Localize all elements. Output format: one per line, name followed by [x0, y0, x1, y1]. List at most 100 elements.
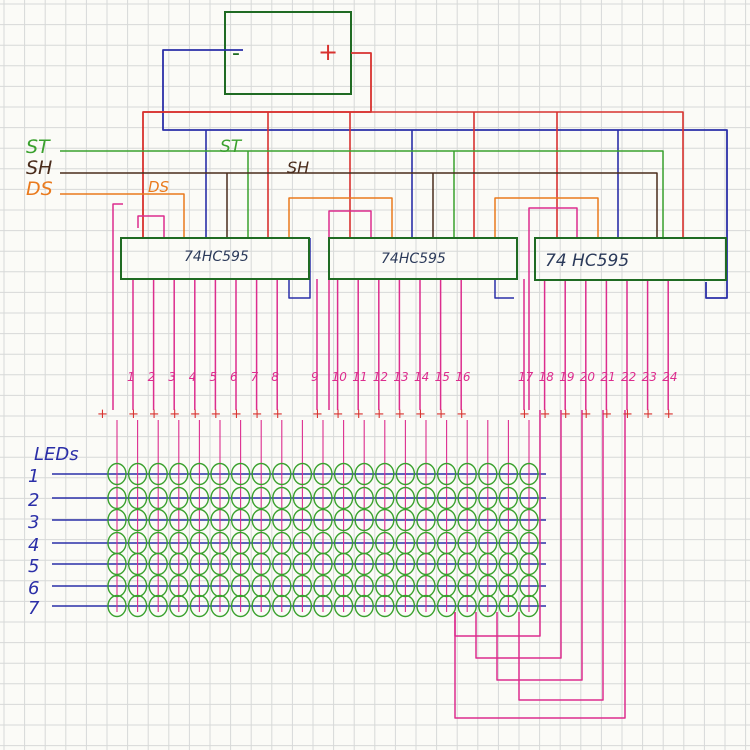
ds-link [288, 197, 393, 238]
led [148, 574, 168, 598]
led [478, 552, 498, 576]
led [210, 574, 230, 598]
led [498, 508, 519, 532]
led [375, 462, 395, 486]
column-number-8: 8 [271, 370, 279, 384]
led [375, 594, 395, 618]
led [210, 486, 230, 510]
led [416, 486, 436, 510]
column-plus-sign: + [97, 407, 108, 422]
led [436, 574, 457, 598]
column-plus-sign: + [333, 407, 344, 422]
column-plus-sign: + [190, 407, 201, 422]
return-wire [496, 410, 583, 681]
led-matrix [107, 462, 539, 618]
led [127, 574, 148, 598]
column-plus-sign: + [560, 407, 571, 422]
led [457, 574, 477, 598]
led [230, 508, 251, 532]
battery: - + [224, 11, 352, 95]
column-number-11: 11 [352, 370, 367, 384]
ds-inner-label: DS [148, 178, 170, 196]
led [251, 574, 271, 598]
column-number-4: 4 [189, 370, 197, 384]
column-plus-sign: + [519, 407, 530, 422]
led [457, 462, 477, 486]
led [498, 552, 519, 576]
led [333, 552, 354, 576]
power-rail [143, 111, 684, 238]
column-number-22: 22 [621, 370, 636, 384]
led [354, 594, 374, 618]
led [354, 462, 374, 486]
led [313, 462, 333, 486]
led [169, 486, 189, 510]
led [272, 552, 292, 576]
led [272, 508, 292, 532]
led [333, 594, 354, 618]
led [416, 462, 436, 486]
led [189, 508, 210, 532]
column-number-14: 14 [414, 370, 429, 384]
shift-register-chips [120, 237, 727, 281]
led [210, 508, 230, 532]
led [519, 574, 539, 598]
led [230, 552, 251, 576]
led [333, 574, 354, 598]
column-plus-sign: + [663, 407, 674, 422]
column-number-15: 15 [435, 370, 450, 384]
led [436, 462, 457, 486]
led [189, 594, 210, 618]
led [395, 508, 416, 532]
led [498, 462, 519, 486]
column-number-13: 13 [393, 370, 408, 384]
led [292, 594, 313, 618]
led-row-label-1: 1 [28, 466, 39, 487]
led [498, 574, 519, 598]
led [251, 462, 271, 486]
led [210, 462, 230, 486]
led [395, 574, 416, 598]
column-plus-sign: + [436, 407, 447, 422]
column-plus-sign: + [374, 407, 385, 422]
oe-ground [494, 279, 514, 299]
column-number-6: 6 [230, 370, 238, 384]
column-number-17: 17 [518, 370, 534, 384]
led [127, 594, 148, 618]
led [148, 462, 168, 486]
st-inner-label: ST [220, 137, 242, 157]
led [354, 486, 374, 510]
column-plus-sign: + [231, 407, 242, 422]
sh-input-label: SH [26, 157, 53, 179]
shift-register-body [534, 237, 727, 281]
led [519, 552, 539, 576]
led [292, 508, 313, 532]
column-number-16: 16 [455, 370, 471, 384]
led [375, 508, 395, 532]
sh-bus [60, 172, 658, 238]
column-number-9: 9 [311, 370, 319, 384]
column-plus-sign: + [128, 407, 139, 422]
led [375, 574, 395, 598]
led [107, 594, 127, 618]
column-plus-sign: + [394, 407, 405, 422]
led [210, 594, 230, 618]
led [292, 486, 313, 510]
led [292, 574, 313, 598]
led-row-label-6: 6 [28, 578, 39, 599]
led [333, 508, 354, 532]
led [457, 486, 477, 510]
led [498, 594, 519, 618]
led [395, 486, 416, 510]
led [436, 552, 457, 576]
led [107, 508, 127, 532]
return-wire [518, 410, 604, 701]
led [395, 462, 416, 486]
led [169, 594, 189, 618]
st-bus [60, 150, 664, 238]
led [519, 462, 539, 486]
column-plus-sign: + [312, 407, 323, 422]
column-number-23: 23 [642, 370, 657, 384]
led-row-label-4: 4 [28, 535, 39, 556]
